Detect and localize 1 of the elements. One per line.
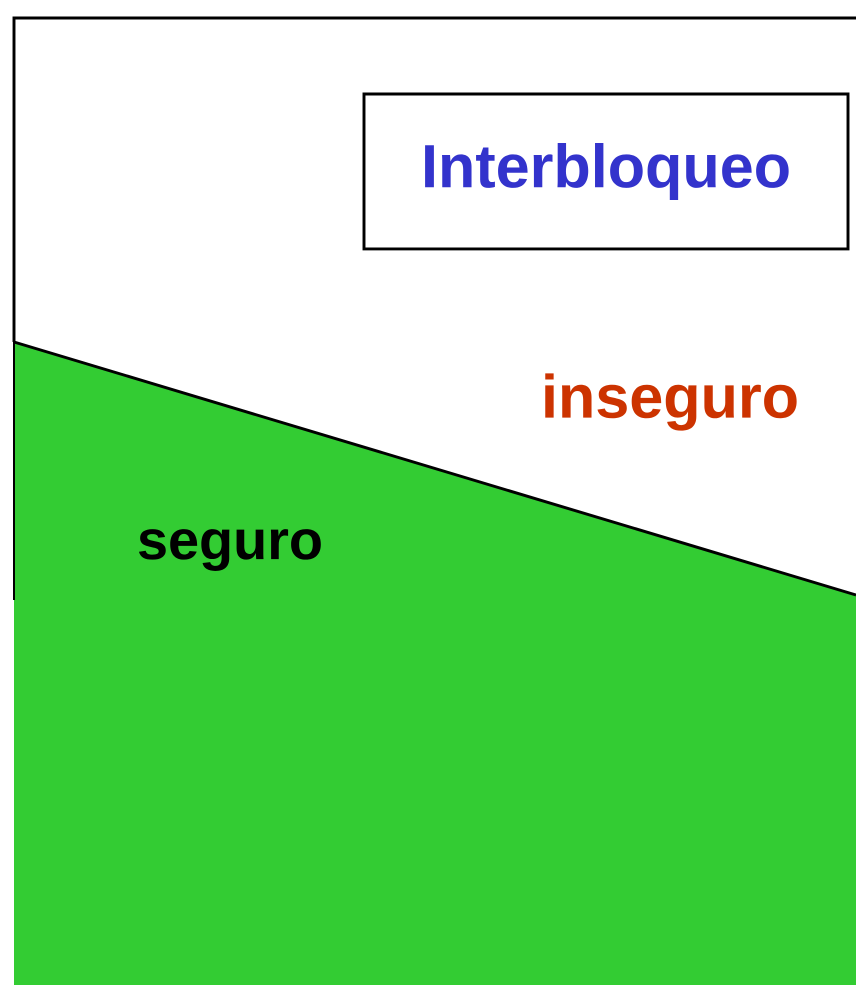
deadlock-box: Interbloqueo <box>362 92 850 250</box>
